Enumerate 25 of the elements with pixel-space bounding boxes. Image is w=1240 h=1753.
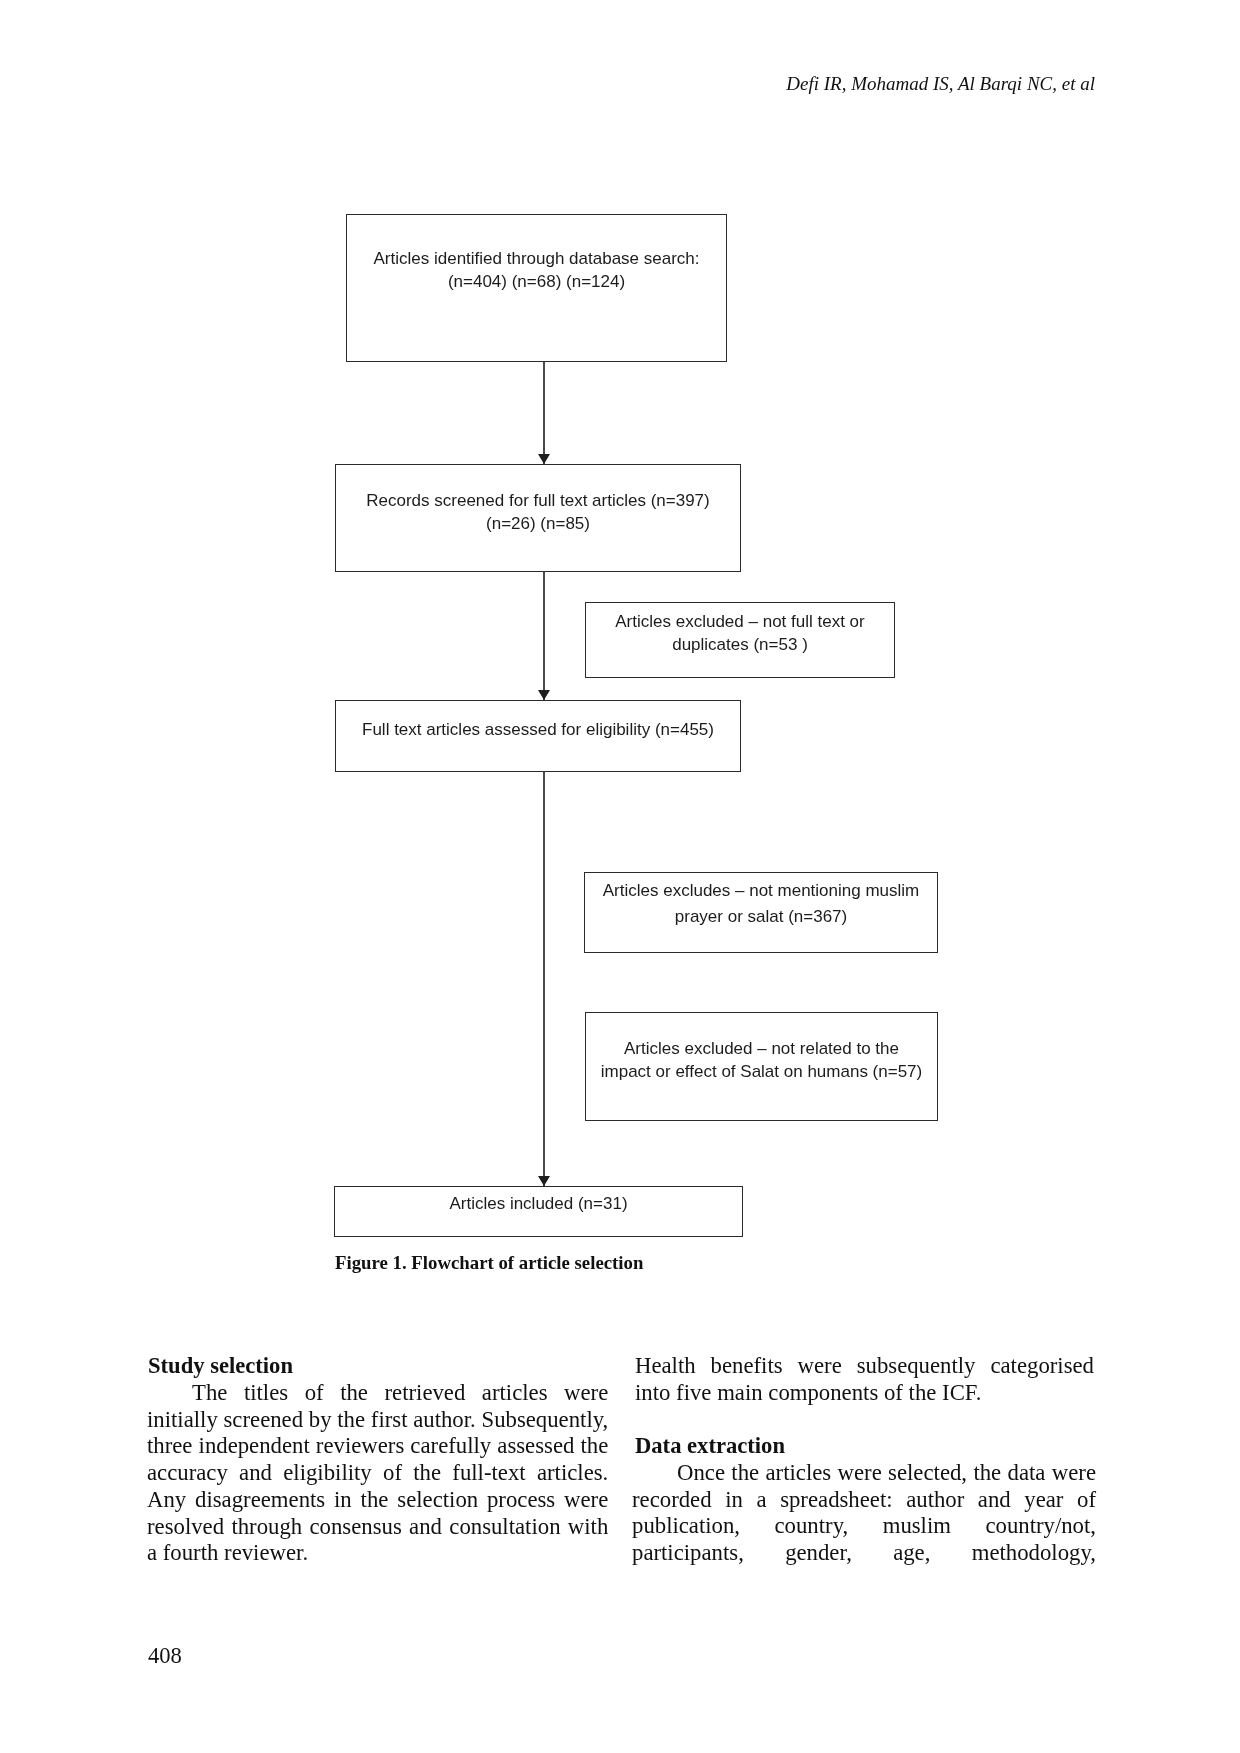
body-paragraph: Once the articles were selected, the data were recorded in a spreadsheet: author and year of publication, country, muslim country/not, participants, gender, age, methodology, <box>632 1460 1096 1567</box>
section-heading: Study selection <box>148 1353 293 1380</box>
figure-caption: Figure 1. Flowchart of article selection <box>335 1251 644 1275</box>
box-text: Full text articles assessed for eligibility (n=455) <box>361 719 715 741</box>
box-text: Articles included (n=31) <box>448 1193 629 1215</box>
box-text: Records screened for full text articles (n=397) (n=26) (n=85) <box>365 490 711 535</box>
box-text: Articles excluded – not full text or duplicates (n=53 ) <box>614 611 866 656</box>
page-number: 408 <box>148 1643 182 1669</box>
process-box <box>346 214 727 362</box>
process-box <box>335 464 741 572</box>
box-text: Articles excluded – not related to the impact or effect of Salat on humans (n=57) <box>599 1038 924 1083</box>
process-box <box>584 872 938 953</box>
process-box <box>585 1012 938 1121</box>
process-box <box>585 602 895 678</box>
arrow <box>538 361 550 465</box>
process-box <box>334 1186 743 1237</box>
body-paragraph: The titles of the retrieved articles were initially screened by the first author. Subsequently, three independent reviewers carefully assessed the accuracy and eligibility of the full-text articles. Any disagreements in the selection process were resolved through consensus and consultation with a fourth reviewer. <box>147 1380 609 1567</box>
running-header: Defi IR, Mohamad IS, Al Barqi NC, et al <box>786 72 1095 96</box>
box-text: Articles excludes – not mentioning muslim prayer or salat (n=367) <box>601 880 921 928</box>
body-paragraph: Health benefits were subsequently categorised into five main components of the ICF. <box>635 1353 1094 1407</box>
box-text: Articles identified through database search: (n=404) (n=68) (n=124) <box>372 248 701 293</box>
process-box <box>335 700 741 772</box>
section-heading: Data extraction <box>635 1433 785 1460</box>
arrow <box>538 571 550 701</box>
arrow <box>538 771 550 1187</box>
